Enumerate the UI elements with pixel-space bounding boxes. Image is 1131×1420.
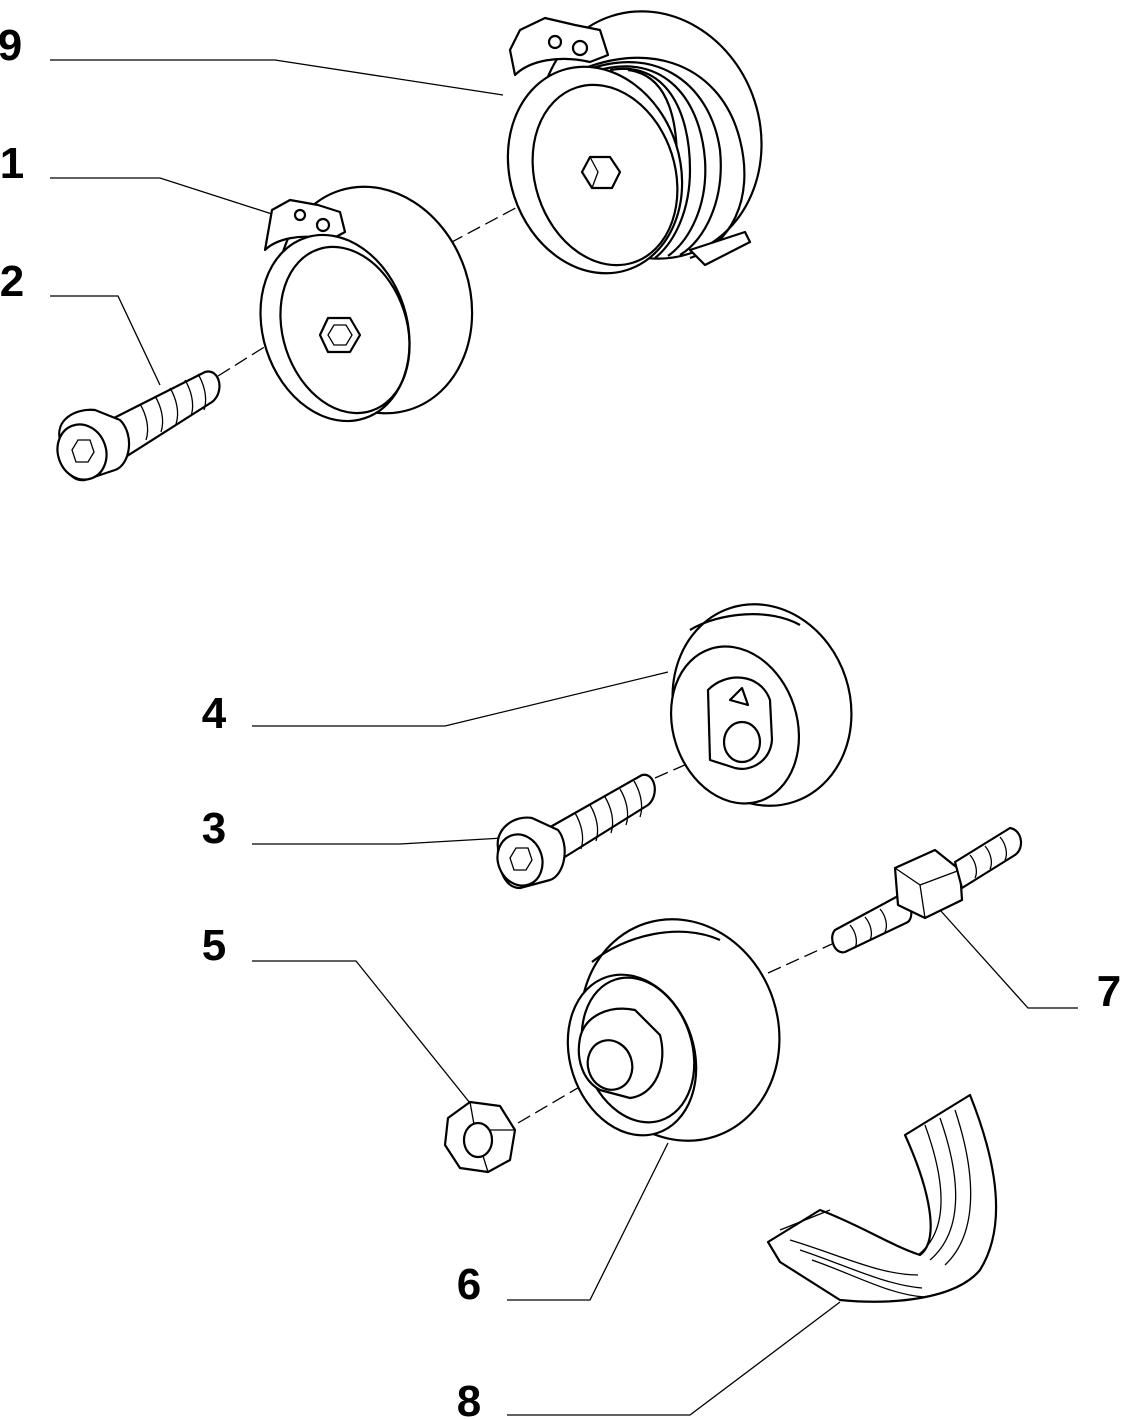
callout-label-4: 4 bbox=[202, 689, 227, 738]
leader-lines bbox=[50, 59, 1078, 1416]
leader-line-1 bbox=[50, 177, 276, 216]
pulley bbox=[566, 918, 781, 1142]
roller-bolt bbox=[496, 773, 656, 890]
leader-line-5 bbox=[252, 960, 475, 1109]
callout-label-6: 6 bbox=[457, 1260, 481, 1309]
leader-line-8 bbox=[507, 1301, 841, 1416]
leader-line-4 bbox=[252, 671, 669, 727]
callout-label-8: 8 bbox=[457, 1377, 481, 1420]
idler-roller bbox=[669, 603, 853, 807]
threaded-stud bbox=[831, 826, 1023, 954]
leader-line-3 bbox=[252, 837, 504, 845]
belt-tensioner-assembly bbox=[506, 10, 763, 275]
callout-label-5: 5 bbox=[202, 921, 226, 970]
callout-label-2: 2 bbox=[0, 257, 24, 306]
leader-line-9 bbox=[50, 59, 504, 96]
leader-line-6 bbox=[507, 1142, 669, 1301]
callout-label-9: 9 bbox=[0, 21, 22, 70]
callout-label-7: 7 bbox=[1097, 967, 1121, 1016]
leader-line-2 bbox=[50, 295, 161, 386]
socket-head-bolt bbox=[56, 370, 221, 482]
callout-label-3: 3 bbox=[202, 804, 226, 853]
tensioner-pulley bbox=[259, 185, 474, 423]
leader-line-7 bbox=[939, 909, 1078, 1009]
drive-belt bbox=[766, 1093, 998, 1303]
hex-nut bbox=[443, 1100, 517, 1174]
callout-label-1: 1 bbox=[0, 139, 24, 188]
